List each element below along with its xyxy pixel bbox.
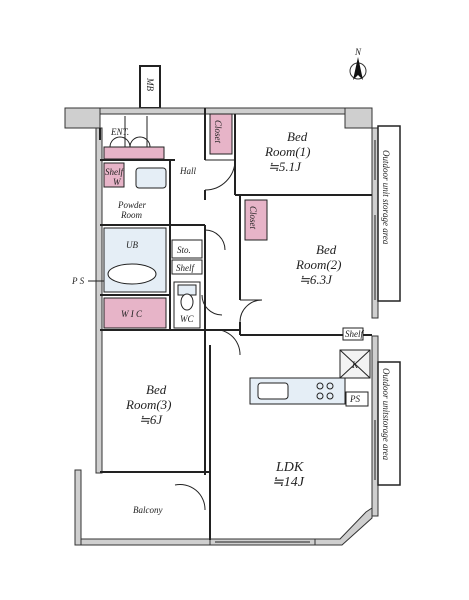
kitchen: K PS (249, 349, 371, 407)
bed2-size: ≒6.3J (299, 272, 333, 287)
ps-left-label: P S (71, 276, 85, 286)
wic: W I C (103, 297, 167, 329)
outdoor-storage-upper: Outdoor unit storage area (377, 125, 401, 302)
balcony: Balcony (133, 505, 163, 515)
bed2-sub: Room(2) (295, 257, 342, 272)
wc-label: WC (180, 314, 194, 324)
storage: Sto. Shelf (171, 239, 203, 275)
bed3-sub: Room(3) (125, 397, 172, 412)
bed3-name: Bed (146, 382, 167, 397)
mb-label: MB (145, 77, 155, 91)
shelf-right-label: Shelf (345, 329, 364, 339)
ps-right-label: PS (349, 394, 360, 404)
bed3-size: ≒6J (139, 412, 163, 427)
compass-label: N (354, 47, 362, 57)
doors (174, 159, 263, 511)
entrance-label: ENT. (110, 127, 129, 137)
w-label: W (113, 177, 122, 187)
powder-room-label-2: Room (120, 210, 142, 220)
wic-label: W I C (121, 309, 143, 319)
sto-label: Sto. (177, 245, 191, 255)
powder-room: Shelf W Powder Room (103, 162, 167, 220)
outdoor-storage-lower: Outdoor unitstorage area (377, 361, 401, 486)
bed-room-1: Bed Room(1) ≒5.1J (264, 129, 311, 174)
closet-2: Closet (244, 199, 268, 241)
k-label: K (351, 360, 359, 370)
bed2-name: Bed (316, 242, 337, 257)
closet-1-label: Closet (213, 120, 223, 144)
bed-room-3: Bed Room(3) ≒6J (125, 382, 172, 427)
ldk-name: LDK (275, 460, 304, 475)
outdoor-storage-upper-label: Outdoor unit storage area (381, 150, 391, 245)
closet-2-label: Closet (248, 206, 258, 230)
shelf-right: Shelf (342, 327, 364, 341)
ldk-size: ≒14J (272, 475, 305, 490)
bed1-sub: Room(1) (264, 144, 311, 159)
hall-label: Hall (179, 166, 197, 176)
bath-unit: UB P S (71, 227, 167, 293)
entrance: ENT. (103, 116, 165, 160)
shelf-mid-label: Shelf (176, 263, 195, 273)
balcony-label: Balcony (133, 505, 163, 515)
bed1-size: ≒5.1J (268, 159, 302, 174)
shelf-left-label: Shelf (105, 167, 124, 177)
ub-label: UB (126, 240, 138, 250)
wc: WC (173, 281, 201, 329)
outdoor-storage-lower-label: Outdoor unitstorage area (381, 368, 391, 461)
mb-shaft: MB (139, 65, 161, 109)
powder-room-label-1: Powder (117, 200, 146, 210)
ldk-room: LDK ≒14J (272, 460, 305, 490)
north-compass-icon: N (349, 47, 367, 80)
closet-1: Closet (209, 113, 233, 155)
bed1-name: Bed (287, 129, 308, 144)
bed-room-2: Bed Room(2) ≒6.3J (295, 242, 342, 287)
windows (105, 140, 376, 543)
